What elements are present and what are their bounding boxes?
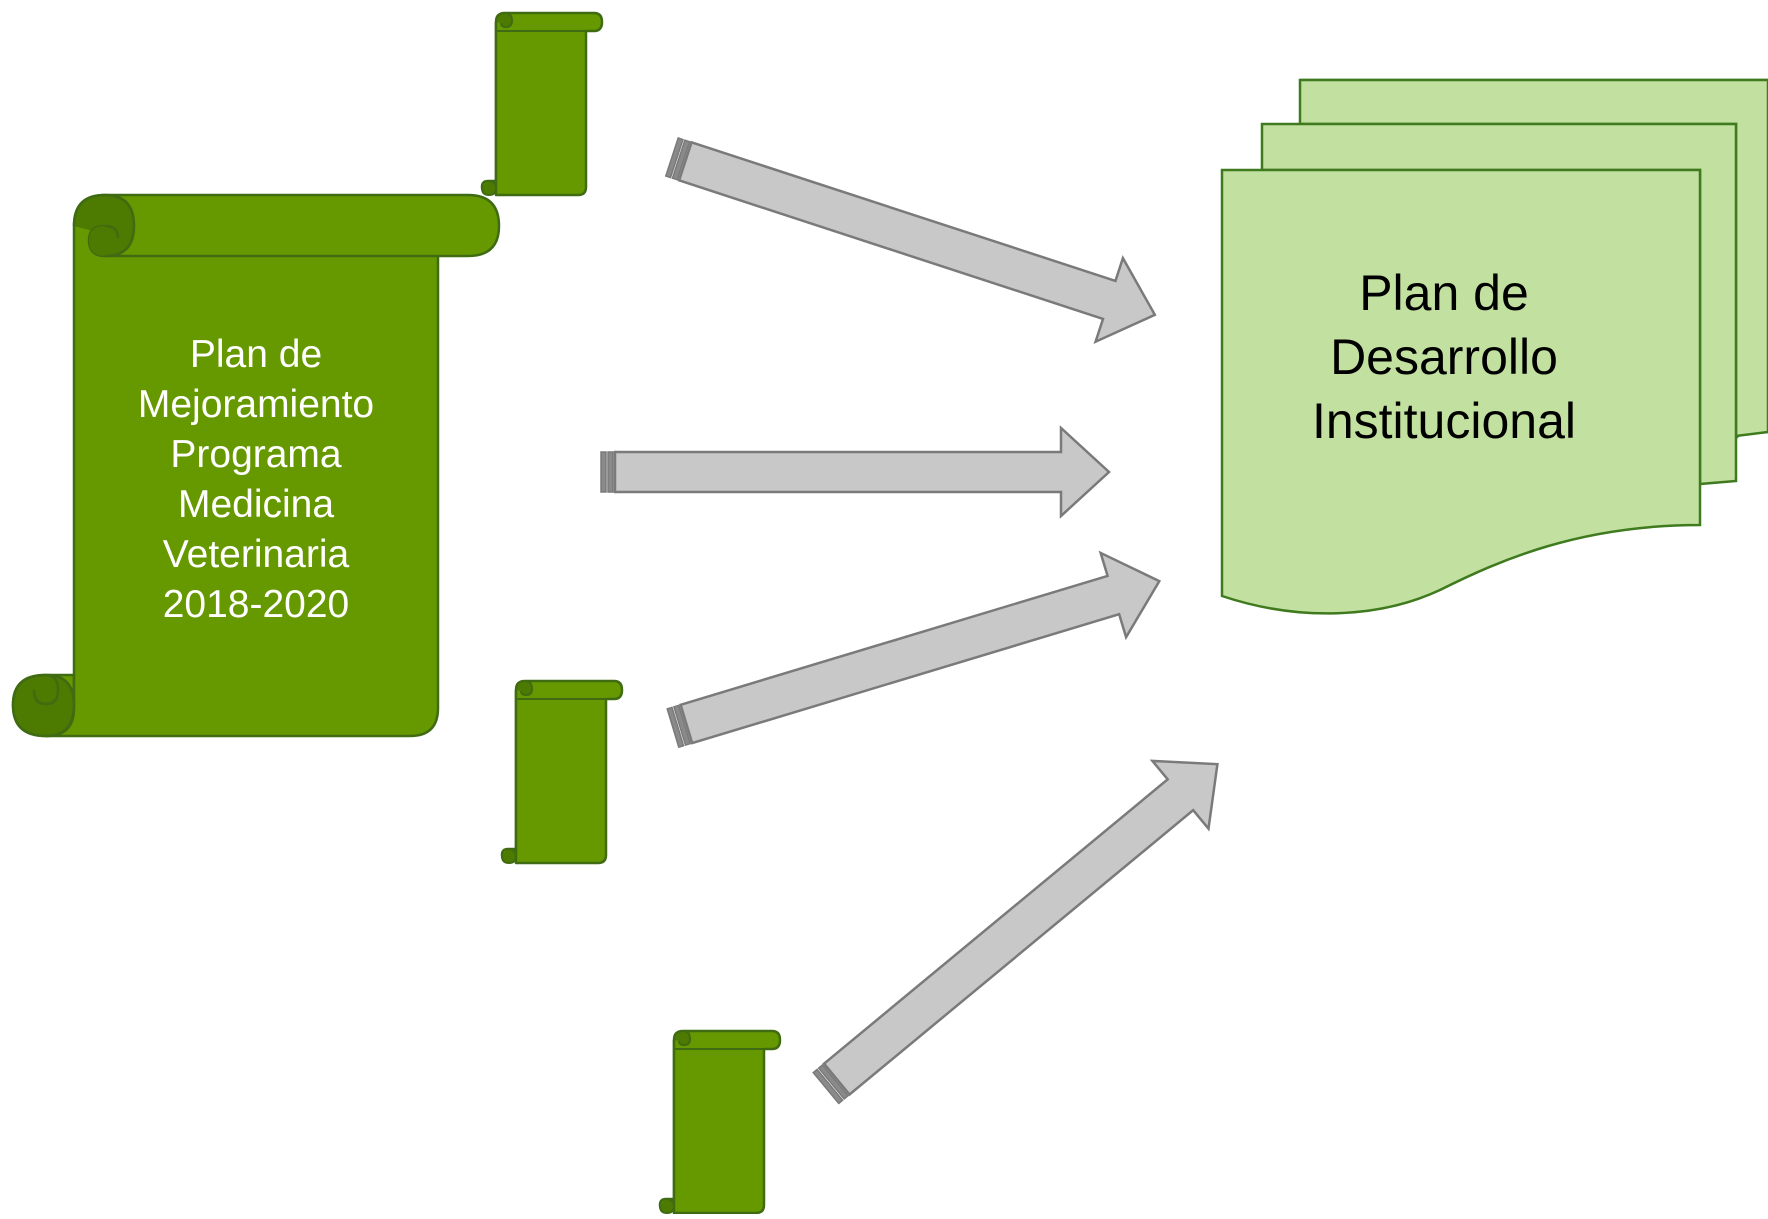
- arrow-2: [599, 426, 1111, 518]
- arrow-1: [657, 113, 1170, 358]
- scroll-title-line-6: 2018-2020: [163, 583, 350, 626]
- scroll-title-line-3: Programa: [170, 433, 342, 476]
- target-document: Plan de Desarrollo Institucional: [1220, 78, 1768, 615]
- scroll-title-line-1: Plan de: [190, 333, 322, 376]
- document-title-line-1: Plan de: [1359, 265, 1529, 321]
- scroll-icon: [480, 11, 604, 197]
- arrow-3: [659, 537, 1174, 772]
- arrow-right-icon: [659, 537, 1174, 772]
- scroll-title-line-5: Veterinaria: [163, 533, 350, 576]
- small-scroll-top: [480, 11, 604, 197]
- scroll-icon: [500, 679, 624, 865]
- scroll-icon: [658, 1029, 782, 1215]
- small-scroll-bottom: [658, 1029, 782, 1215]
- arrow-right-icon: [599, 426, 1111, 518]
- small-scroll-middle: [500, 679, 624, 865]
- arrow-right-icon: [796, 729, 1247, 1124]
- document-page-front: [1220, 168, 1702, 615]
- arrow-4: [796, 729, 1247, 1124]
- source-scroll: Plan de Mejoramiento Programa Medicina V…: [11, 193, 501, 738]
- scroll-title-line-2: Mejoramiento: [138, 383, 374, 426]
- arrow-right-icon: [657, 113, 1170, 358]
- document-title-line-3: Institucional: [1312, 393, 1576, 449]
- document-title-line-2: Desarrollo: [1330, 329, 1558, 385]
- scroll-title-line-4: Medicina: [178, 483, 334, 526]
